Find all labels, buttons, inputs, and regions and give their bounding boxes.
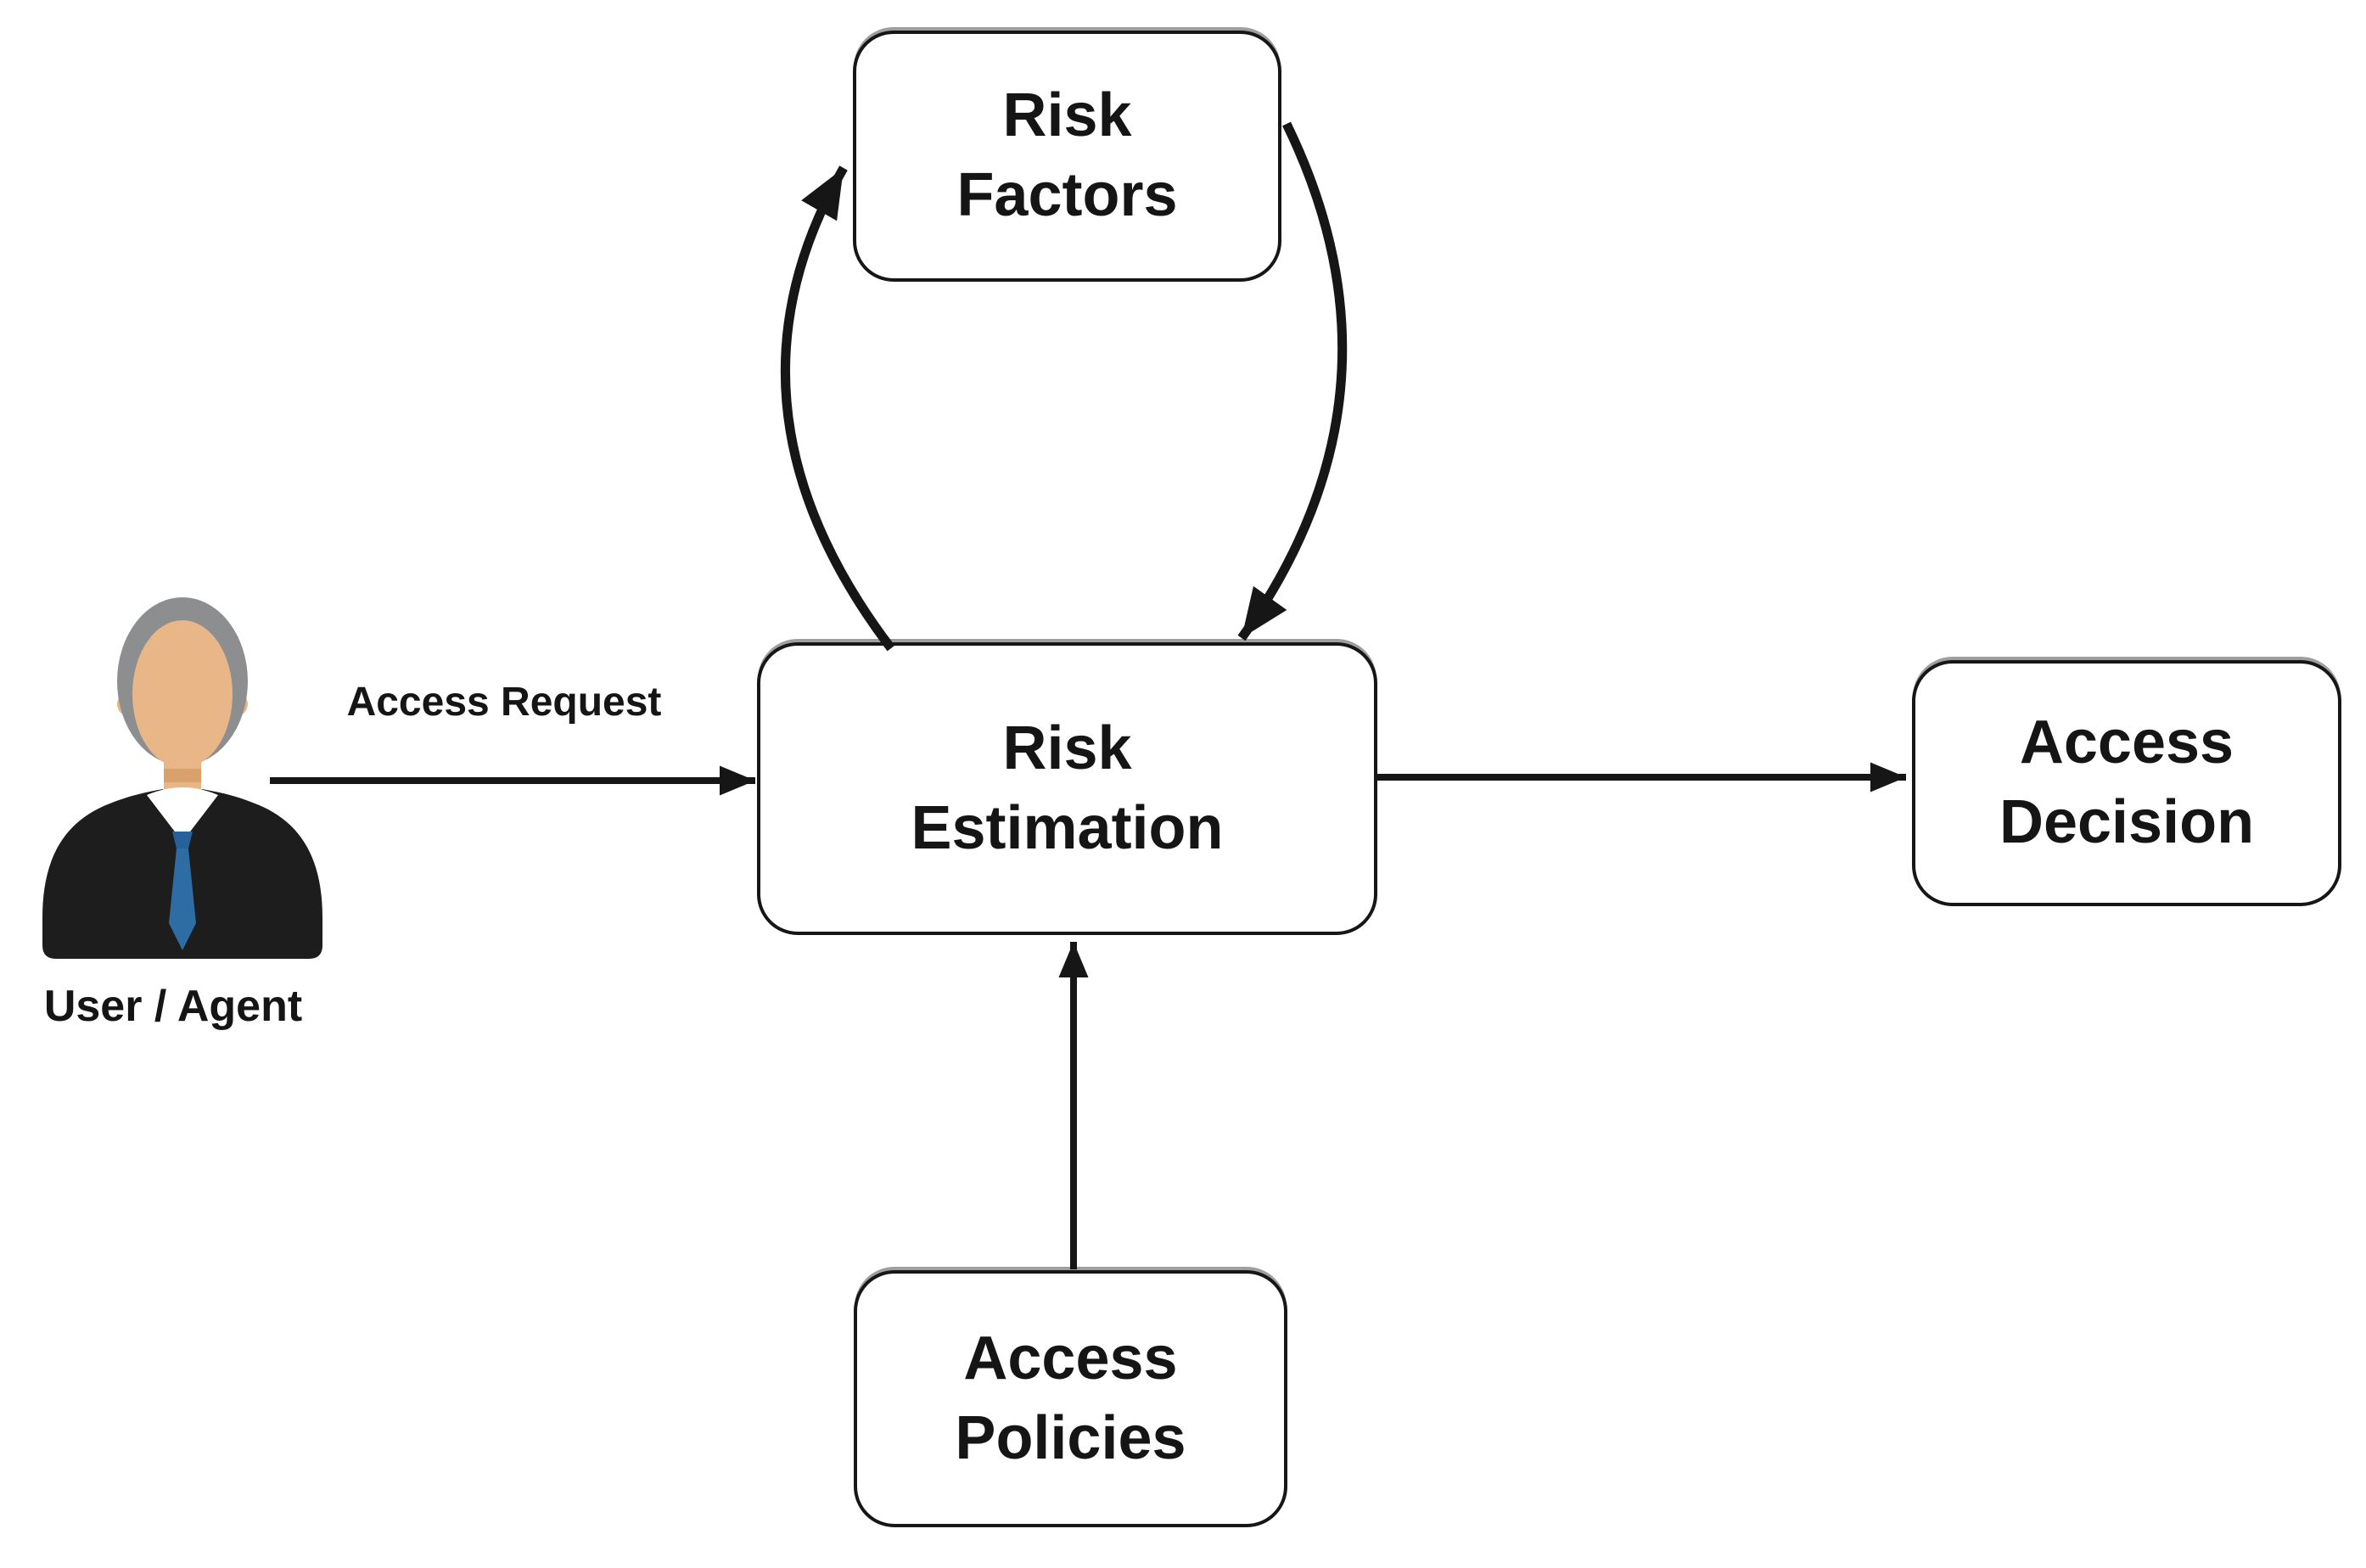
node-access-policies-label: Access Policies: [955, 1324, 1186, 1472]
node-risk-factors: Risk Factors: [853, 31, 1281, 282]
node-risk-estimation: Risk Estimation: [757, 642, 1377, 935]
person-figure: [42, 597, 322, 959]
person-face: [132, 620, 233, 768]
node-access-policies: Access Policies: [854, 1270, 1287, 1527]
businessman-icon: [42, 597, 322, 959]
person-hair-part: [168, 621, 185, 665]
node-risk-estimation-label: Risk Estimation: [911, 714, 1224, 862]
actor-label: User / Agent: [43, 982, 303, 1031]
person-tie: [169, 848, 196, 950]
node-access-decision: Access Decision: [1912, 660, 2341, 906]
node-access-decision-label: Access Decision: [1999, 708, 2255, 856]
edge-label-access-request: Access Request: [346, 680, 662, 725]
person-neck-shadow: [164, 769, 201, 782]
node-risk-factors-label: Risk Factors: [956, 81, 1178, 229]
person-shirt: [147, 787, 218, 842]
person-tie-knot: [172, 832, 193, 848]
